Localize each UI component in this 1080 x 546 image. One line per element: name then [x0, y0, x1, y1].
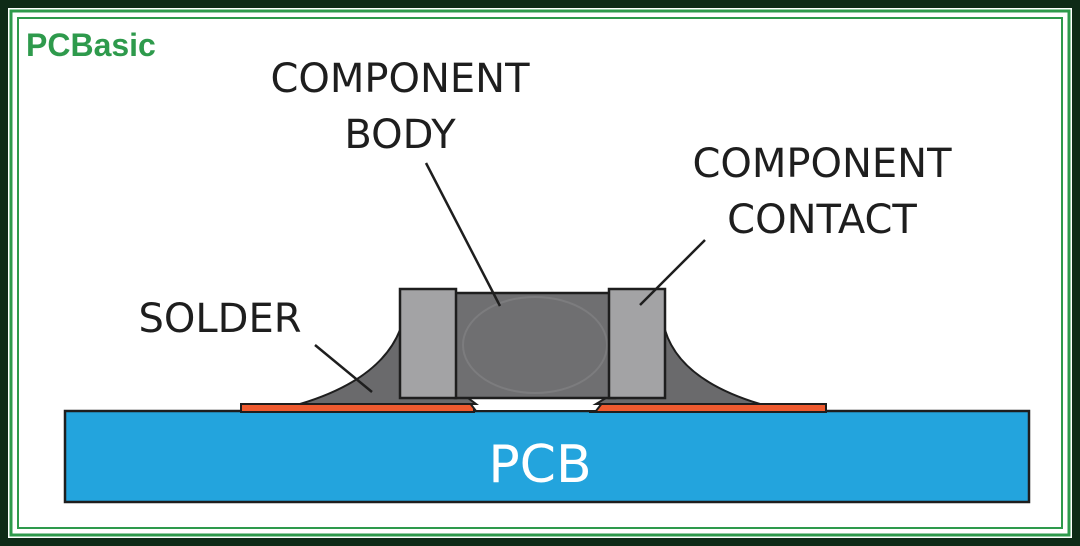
frame-border-inner [17, 17, 1063, 529]
label-solder: SOLDER [138, 296, 301, 342]
component-contact-left [398, 287, 458, 400]
leader-line-body [424, 162, 502, 307]
pcb-label: PCB [488, 435, 591, 495]
pcbasic-logo: PCBasic [26, 27, 156, 63]
underfill-gap [463, 397, 609, 412]
frame-border-outer [9, 9, 1071, 537]
body-shading [462, 296, 608, 394]
label-component-body-line1: COMPONENT [270, 56, 530, 102]
label-component-contact-line1: COMPONENT [692, 141, 952, 187]
leader-line-contact [639, 239, 706, 306]
leader-line-solder [314, 344, 373, 393]
pad-right [589, 403, 827, 413]
pad-left [240, 403, 475, 413]
label-component-body-line2: BODY [344, 112, 456, 158]
component-body [453, 291, 617, 400]
label-component-contact-line2: CONTACT [727, 197, 917, 243]
component-contact-right [607, 287, 667, 400]
logo-text: PCBasic [26, 27, 156, 63]
